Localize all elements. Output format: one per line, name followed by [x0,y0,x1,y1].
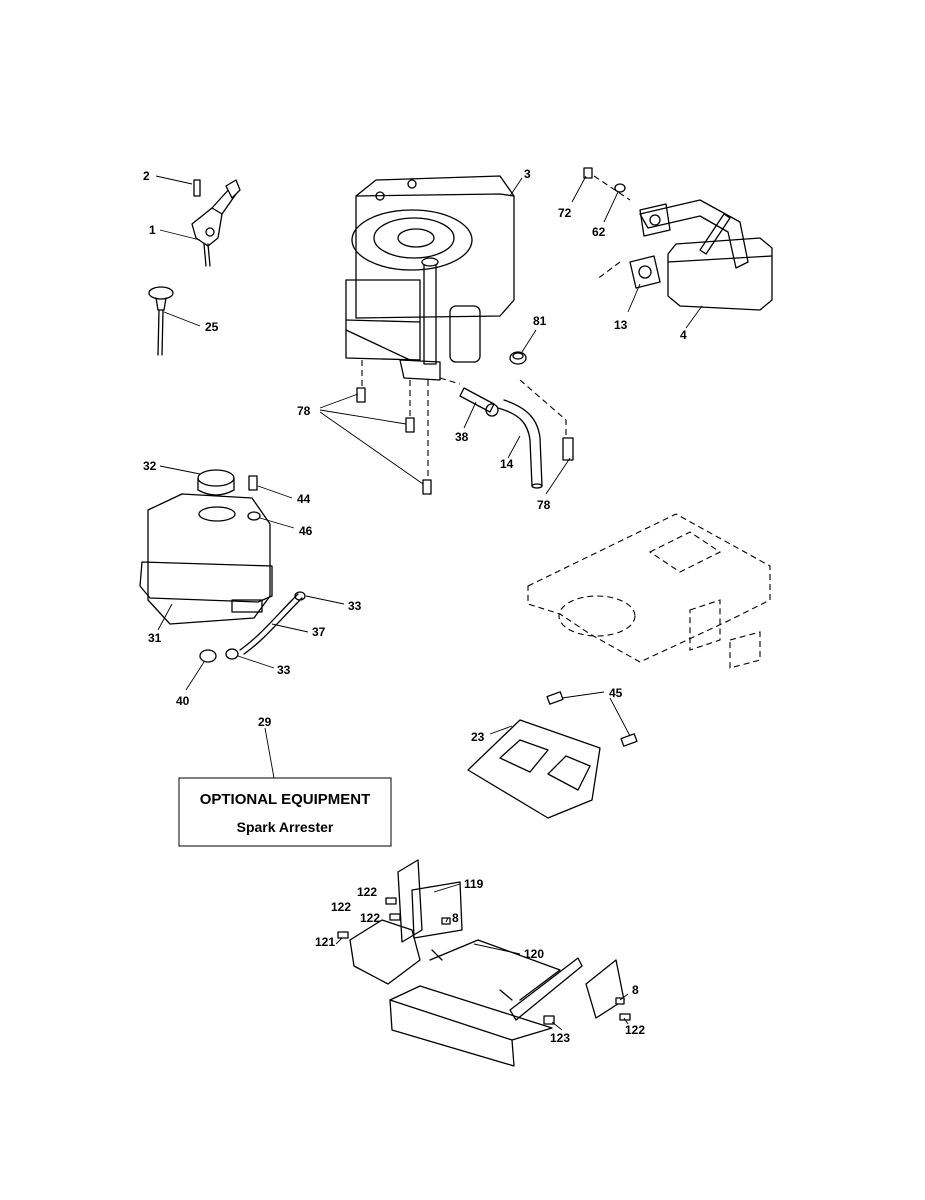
gasket-13-part [629,255,661,289]
callout-123: 123 [550,1031,570,1045]
callout-120: 120 [524,947,544,961]
callout-31: 31 [148,631,162,645]
optional-equipment-box: OPTIONAL EQUIPMENT Spark Arrester [178,777,392,847]
gasket-62-part [639,203,671,237]
callout-13: 13 [614,318,628,332]
callout-33-top: 33 [348,599,362,613]
callout-labels: 2 1 25 3 72 62 13 4 81 78 38 14 78 32 44… [143,167,687,1045]
heat-shield-part [467,691,638,819]
bolt-72-part [583,167,626,193]
callout-8-right: 8 [632,983,639,997]
callout-29: 29 [258,715,272,729]
leader-lines [155,175,703,1031]
fuel-tank-part [139,493,273,625]
optional-equipment-subtitle: Spark Arrester [237,819,334,835]
callout-62: 62 [592,225,606,239]
callout-119: 119 [464,877,484,891]
callout-122-right: 122 [625,1023,645,1037]
callout-78-left: 78 [297,404,311,418]
callout-37: 37 [312,625,326,639]
callout-44: 44 [297,492,311,506]
callout-38: 38 [455,430,469,444]
optional-equipment-title: OPTIONAL EQUIPMENT [200,791,371,808]
callout-72: 72 [558,206,572,220]
callout-23: 23 [471,730,485,744]
callout-122-mid: 122 [360,911,380,925]
choke-cable-part [148,286,174,356]
callout-122-top: 122 [357,885,377,899]
bolts-78-part [356,387,574,495]
callout-32: 32 [143,459,157,473]
plug-81-part [509,351,527,365]
fuel-tank-small-parts [199,475,306,663]
callout-78-right: 78 [537,498,551,512]
callout-122-left: 122 [331,900,351,914]
callout-33-bottom: 33 [277,663,291,677]
callout-8-top: 8 [452,911,459,925]
deflector-bolts [337,897,631,1025]
callout-1: 1 [149,223,156,237]
callout-3: 3 [524,167,531,181]
callout-46: 46 [299,524,313,538]
callout-25: 25 [205,320,219,334]
fuel-cap-part [197,469,235,496]
deflector-assembly-part [349,859,625,1067]
fuel-fitting-part [459,387,499,417]
frame-outline [527,513,771,669]
callout-81: 81 [533,314,547,328]
callout-121: 121 [315,935,335,949]
muffler-part [639,199,773,311]
throttle-control-part [191,179,241,267]
callout-14: 14 [500,457,514,471]
callout-4: 4 [680,328,687,342]
callout-45: 45 [609,686,623,700]
callout-2: 2 [143,169,150,183]
callout-40: 40 [176,694,190,708]
engine-part [345,175,515,381]
fuel-hose-part [497,399,543,489]
